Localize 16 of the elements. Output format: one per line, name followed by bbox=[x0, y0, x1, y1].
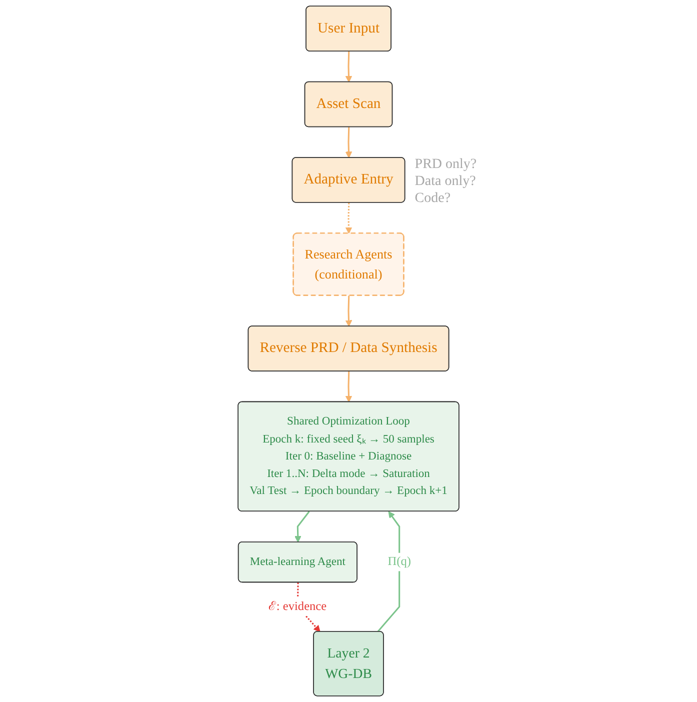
arrow bbox=[345, 296, 352, 327]
process-box: User Input bbox=[306, 6, 392, 52]
arrow bbox=[345, 51, 352, 82]
side-note: PRD only? Data only? Code? bbox=[414, 157, 478, 208]
process-box: Layer 2 WG-DB bbox=[313, 630, 384, 696]
process-box: Reverse PRD / Data Synthesis bbox=[248, 326, 450, 372]
arrow bbox=[345, 371, 352, 402]
process-box: Meta-learning Agent bbox=[238, 541, 358, 583]
arrow bbox=[345, 127, 352, 158]
process-box: Shared Optimization Loop Epoch k: fixed seed ξₖ → 50 samples Iter 0: Baseline + Diagnose Iter 1..N: Delta mode → Saturation Val Test → Epoch boundary → Epoch k+1 bbox=[238, 401, 460, 512]
process-box: Adaptive Entry bbox=[292, 157, 406, 203]
process-box: Research Agents (conditional) bbox=[292, 232, 404, 296]
arrow bbox=[294, 511, 310, 543]
arrow bbox=[345, 202, 352, 234]
arrow bbox=[377, 511, 400, 632]
process-box: Asset Scan bbox=[304, 81, 393, 128]
